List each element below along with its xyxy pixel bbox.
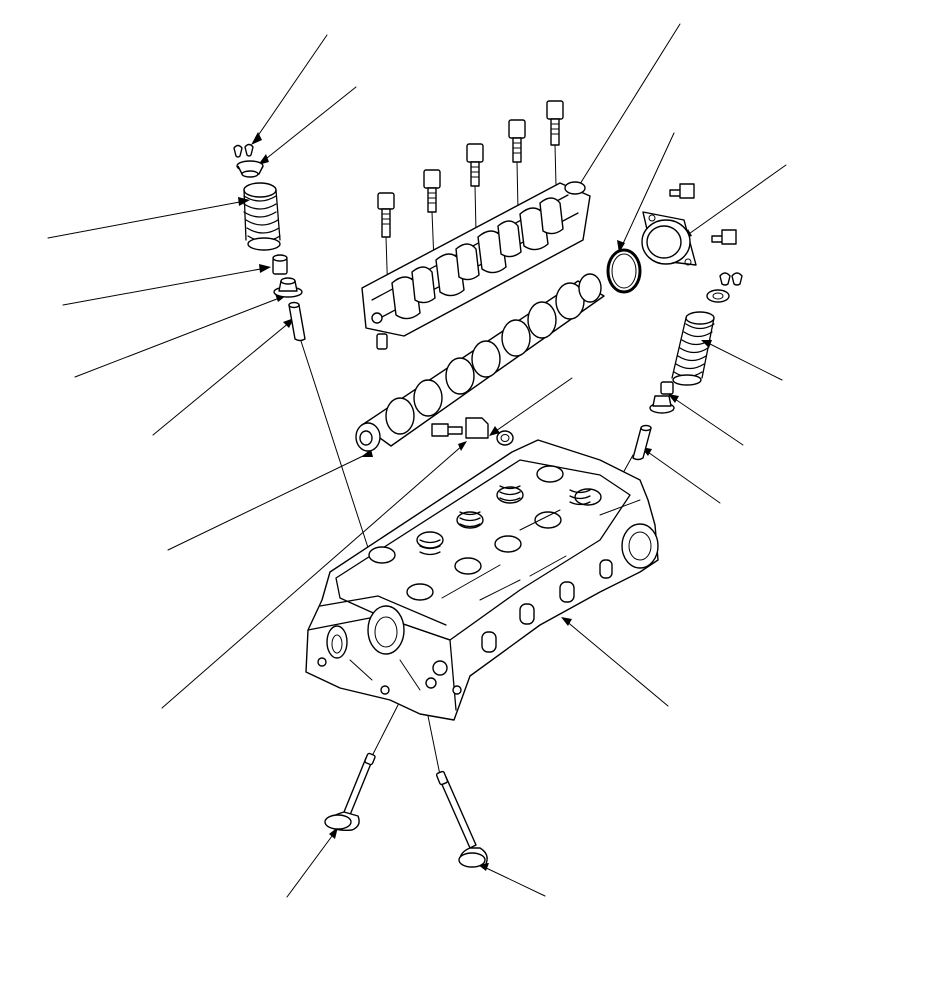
valve-stem-seal: [273, 277, 303, 298]
leader-rocker-assembly: [574, 23, 681, 193]
valve-cotters: [233, 143, 254, 158]
front-bolt-holes: [317, 657, 462, 695]
cylinder-head: [305, 439, 659, 721]
sensor-o-ring: [496, 430, 514, 446]
o-ring: [606, 248, 642, 294]
exhaust-valve: [435, 770, 488, 868]
dowel-pin: [376, 333, 388, 350]
axis-line-exhaust-valve: [427, 715, 441, 776]
rocker-arm-assembly: [361, 181, 591, 350]
rocker-shaft-hole: [371, 312, 383, 324]
exhaust-valve-train: [632, 272, 743, 461]
exhaust-spring-retainer: [706, 289, 730, 303]
bolt-5: [546, 100, 564, 146]
exhaust-stem-seal: [649, 381, 675, 414]
leader-camshaft: [167, 454, 366, 551]
cylinder-head-body: [305, 439, 659, 721]
rocker-arms: [391, 197, 564, 320]
bolt-3: [466, 143, 484, 187]
leader-valve-guide: [152, 321, 291, 436]
axis-line-intake: [299, 337, 373, 561]
exhaust-valve-cotters: [719, 272, 743, 286]
leader-exhaust-seal: [671, 396, 744, 446]
thermostat-housing: [641, 211, 697, 266]
bolt-axis-5: [554, 144, 557, 187]
sensor-assembly: [431, 417, 514, 446]
arrow-sensor-lower: [458, 441, 467, 451]
valve-spring-retainer: [236, 160, 264, 178]
camshaft: [355, 273, 605, 452]
arrow-spring-retainer: [258, 154, 269, 165]
arrow-cylinder-head: [561, 617, 572, 626]
housing-bolts: [669, 183, 737, 245]
arrow-valve-cotters: [251, 132, 262, 145]
leader-exhaust-guide: [644, 449, 721, 504]
leader-valve-cotters: [254, 34, 328, 141]
intake-valve: [324, 752, 376, 832]
valve-spring-seat: [272, 254, 288, 275]
coolant-outlet: [621, 523, 659, 569]
leader-valve-spring: [47, 200, 246, 239]
sensor: [465, 417, 489, 439]
leader-spring-seat: [62, 267, 267, 306]
bolt-4: [508, 119, 526, 163]
camshaft-nose: [359, 430, 373, 446]
rocker-shaft-bolts: [377, 100, 564, 301]
arrow-spring-seat: [259, 264, 271, 273]
head-ribs: [349, 499, 641, 691]
side-ports: [481, 559, 613, 653]
leader-spring-retainer: [261, 86, 357, 163]
valve-spring: [243, 182, 281, 251]
leader-exhaust-valve: [481, 865, 546, 897]
intake-valve-train: [233, 143, 306, 342]
bolt-2: [423, 169, 441, 213]
leader-stem-seal: [74, 296, 283, 378]
axis-line-intake-valve: [369, 704, 399, 761]
sensor-bolt: [431, 423, 463, 437]
leader-exhaust-spring: [705, 341, 783, 381]
leader-cylinder-head: [564, 619, 669, 707]
bolt-axis-4: [516, 161, 519, 211]
exhaust-valve-spring: [671, 311, 715, 386]
arrow-intake-valve: [329, 827, 338, 839]
leader-sensor: [492, 377, 573, 434]
arrow-sensor: [489, 426, 500, 436]
leader-thermostat-housing: [685, 164, 787, 237]
rocker-shaft-end: [564, 181, 586, 195]
exhaust-valve-guide: [632, 424, 652, 461]
leader-intake-valve: [286, 831, 336, 898]
installed-springs: [419, 485, 591, 556]
valve-guide: [288, 301, 306, 342]
cam-lobes: [385, 273, 602, 435]
leader-sensor-lower: [161, 444, 464, 709]
leader-o-ring: [620, 132, 675, 249]
arrow-exhaust-seal: [668, 394, 679, 403]
front-ports: [326, 605, 405, 659]
bolt-axis-3: [474, 185, 477, 233]
bolt-1: [377, 192, 395, 238]
leader-lines: [47, 23, 787, 898]
